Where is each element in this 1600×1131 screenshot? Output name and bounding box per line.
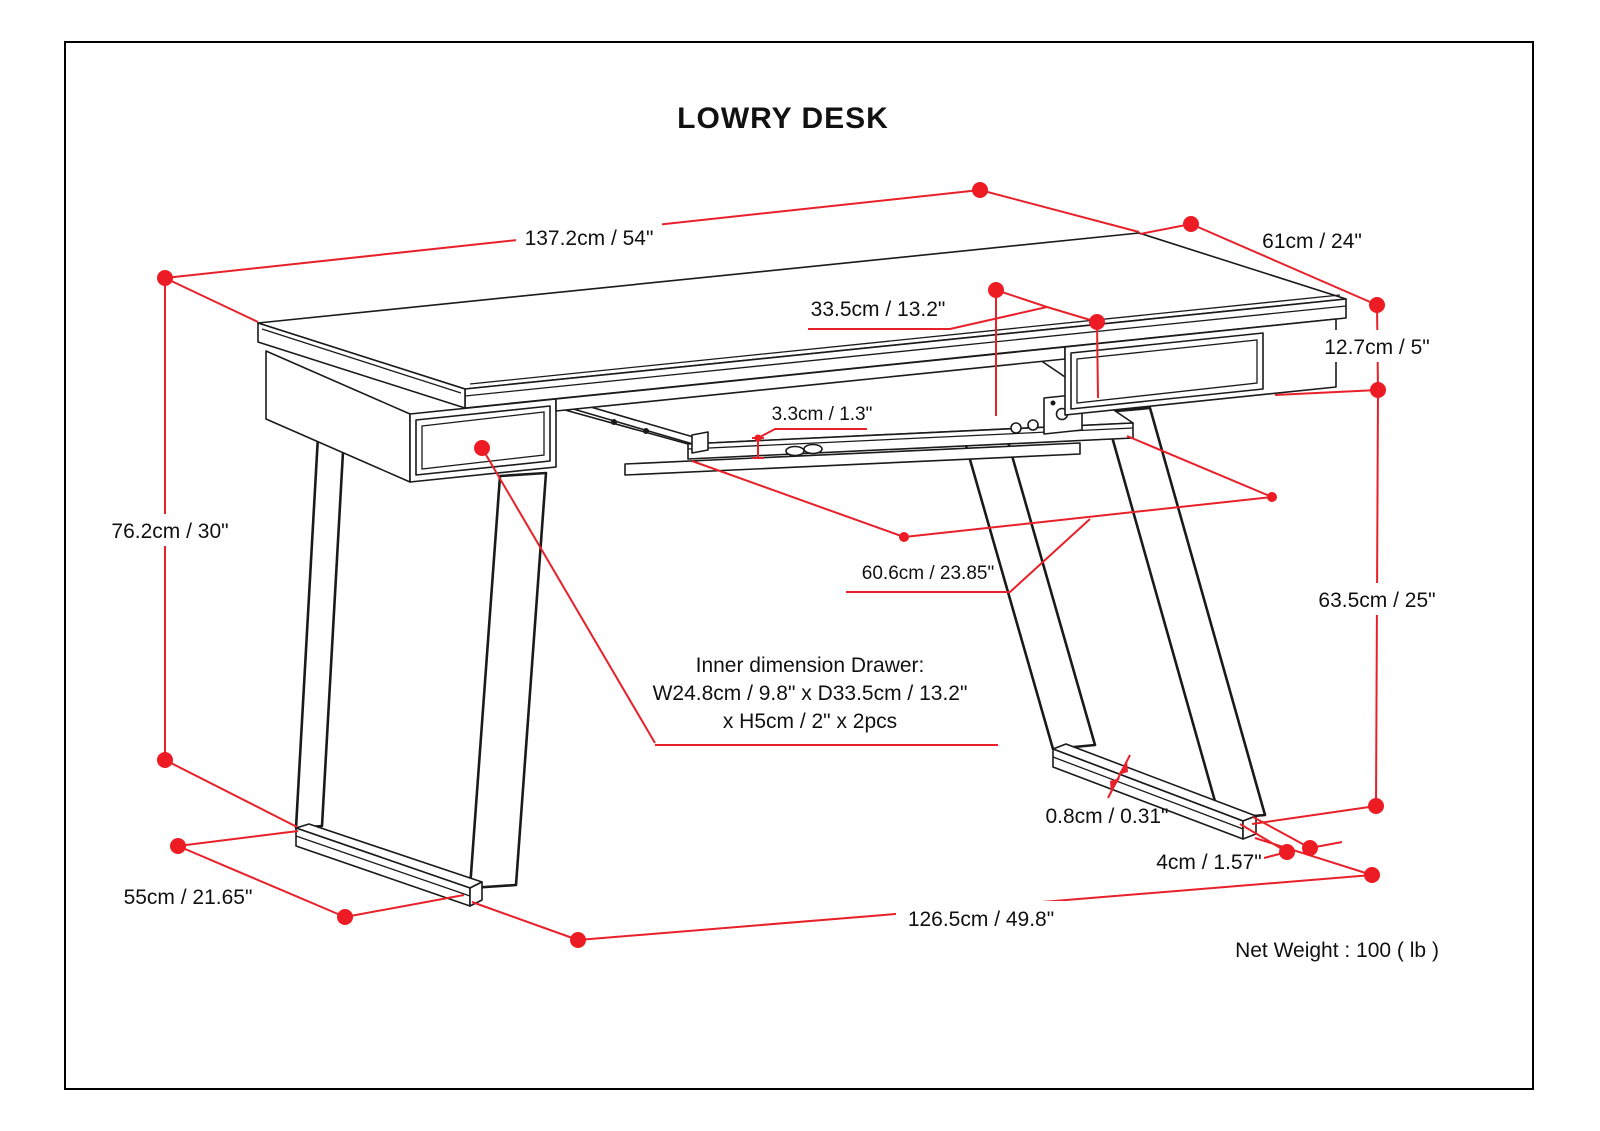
diagram-border [64, 41, 1534, 1090]
dim-overall-height-label: 76.2cm / 30" [111, 520, 228, 543]
right-foot-plate-line [1052, 756, 1244, 830]
left-foot-end [469, 881, 483, 907]
tray-wheel [1010, 422, 1022, 434]
tray-roller [803, 443, 823, 455]
left-front-leg [468, 471, 548, 890]
tray-wheel [1027, 419, 1039, 431]
dim-foot-span-label: 126.5cm / 49.8" [908, 908, 1054, 931]
slide-end-block [691, 431, 709, 454]
desktop [257, 232, 1347, 409]
tray-roller [785, 445, 805, 457]
left-drawer-front-detail [421, 411, 545, 470]
dim-length: 137.2cm / 54" [157, 182, 1140, 323]
dim-length-label: 137.2cm / 54" [525, 227, 654, 250]
dim-foot-width: 4cm / 1.57" [1156, 816, 1343, 874]
dim-tray-width-label: 60.6cm / 23.85" [862, 563, 994, 584]
left-foot-plate-line [295, 835, 471, 897]
desktop-front-detail [464, 305, 1347, 397]
dim-clearance: 63.5cm / 25" [1251, 389, 1441, 825]
right-drawer-front-detail [1076, 339, 1258, 404]
dim-top-to-tray: 12.7cm / 5" [1274, 297, 1439, 398]
left-leg-frame [294, 432, 548, 907]
keyboard-tray [562, 359, 1134, 476]
tray-support-rail [624, 442, 1081, 476]
bracket-screw [1050, 400, 1056, 406]
drawer-inner-line3: x H5cm / 2" x 2pcs [723, 710, 897, 733]
desk-drawing [257, 232, 1347, 907]
dim-drawer-depth: 33.5cm / 13.2" [808, 282, 1105, 416]
dim-tray-gap-label: 3.3cm / 1.3" [772, 404, 873, 425]
desktop-left-detail [261, 328, 462, 394]
dim-tray-width: 60.6cm / 23.85" [691, 435, 1277, 593]
dim-foot-depth: 55cm / 21.65" [124, 830, 465, 925]
dim-depth: 61cm / 24" [1139, 216, 1378, 306]
page-title: LOWRY DESK [677, 102, 889, 135]
dim-drawer-depth-label: 33.5cm / 13.2" [811, 298, 946, 321]
dim-foot-width-label: 4cm / 1.57" [1156, 851, 1262, 874]
slide-hole [643, 428, 649, 434]
dim-plate-thickness-label: 0.8cm / 0.31" [1045, 805, 1168, 828]
desktop-edge-detail [469, 294, 1341, 385]
left-back-leg [294, 432, 346, 830]
net-weight-label: Net Weight : 100 ( lb ) [1235, 939, 1439, 962]
dim-plate-thickness: 0.8cm / 0.31" [1045, 754, 1169, 828]
slide-hole [611, 419, 617, 425]
dim-clearance-label: 63.5cm / 25" [1318, 589, 1435, 612]
dim-overall-height: 76.2cm / 30" [105, 278, 298, 828]
dim-foot-depth-label: 55cm / 21.65" [124, 886, 253, 909]
dim-drawer-inner: Inner dimension Drawer: W24.8cm / 9.8" x… [474, 440, 998, 746]
drawer-inner-line2: W24.8cm / 9.8" x D33.5cm / 13.2" [653, 682, 968, 705]
left-foot-front [295, 827, 471, 907]
drawer-inner-line1: Inner dimension Drawer: [696, 654, 925, 677]
dim-top-to-tray-label: 12.7cm / 5" [1324, 336, 1430, 359]
right-drawer-front [1070, 332, 1264, 410]
dim-tray-gap: 3.3cm / 1.3" [752, 404, 873, 459]
dim-foot-span: 126.5cm / 49.8" [471, 837, 1380, 948]
apron [265, 318, 1337, 483]
dim-depth-label: 61cm / 24" [1262, 230, 1362, 253]
